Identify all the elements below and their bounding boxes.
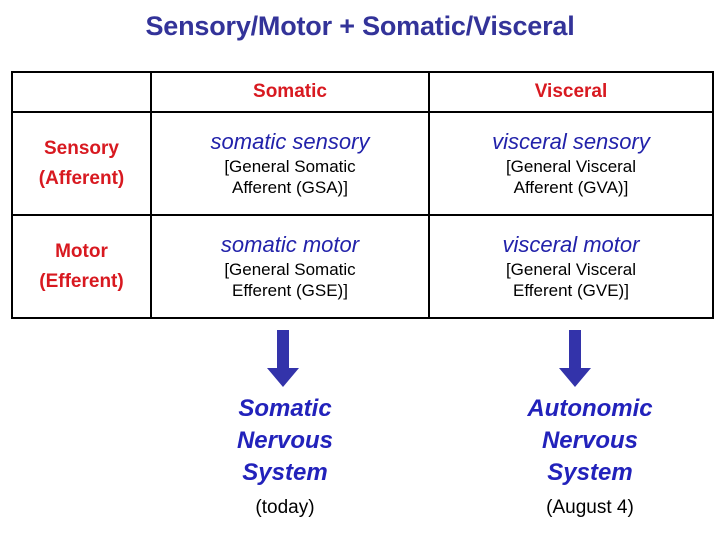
somatic-nervous-system-line1: Somatic <box>238 395 332 422</box>
autonomic-nervous-system-line3: System <box>547 458 633 486</box>
cell-somatic-motor: somatic motor [General Somatic Efferent … <box>150 214 430 319</box>
somatic-nervous-system-block: Somatic Nervous System (today) <box>165 393 405 520</box>
column-header-somatic: Somatic <box>150 71 430 113</box>
cell-somatic-motor-detail-line1: [General Somatic <box>224 260 356 280</box>
cell-somatic-sensory-detail-line2: Afferent (GSA)] <box>232 177 348 197</box>
cell-somatic-sensory: somatic sensory [General Somatic Afferen… <box>150 111 430 216</box>
column-header-visceral-label: Visceral <box>534 80 608 102</box>
down-arrow-icon <box>267 330 299 387</box>
row-header-motor-line1: Motor <box>55 241 108 263</box>
page-title: Sensory/Motor + Somatic/Visceral <box>145 11 575 41</box>
cell-visceral-sensory: visceral sensory [General Visceral Affer… <box>428 111 714 216</box>
somatic-nervous-system-line3: System <box>242 458 328 486</box>
cell-visceral-sensory-detail-line2: Afferent (GVA)] <box>513 177 629 197</box>
table-corner-cell <box>11 71 152 113</box>
cell-somatic-motor-term: somatic motor <box>220 231 360 257</box>
cell-visceral-motor-detail-line2: Efferent (GVE)] <box>513 280 629 300</box>
row-header-sensory-line2: (Afferent) <box>38 167 125 189</box>
cell-visceral-sensory-term: visceral sensory <box>492 128 650 154</box>
row-header-motor: Motor (Efferent) <box>11 214 152 319</box>
row-header-motor-line2: (Efferent) <box>39 270 124 292</box>
cell-visceral-motor-term: visceral motor <box>502 231 640 257</box>
cell-visceral-motor: visceral motor [General Visceral Efferen… <box>428 214 714 319</box>
somatic-nervous-system-line2: Nervous <box>236 426 334 454</box>
column-header-somatic-label: Somatic <box>253 80 327 102</box>
autonomic-nervous-system-block: Autonomic Nervous System (August 4) <box>470 393 710 520</box>
autonomic-nervous-system-line2: Nervous <box>541 426 639 454</box>
cell-somatic-sensory-detail-line1: [General Somatic <box>224 157 356 177</box>
cell-somatic-motor-detail-line2: Efferent (GSE)] <box>232 280 348 300</box>
row-header-sensory: Sensory (Afferent) <box>11 111 152 216</box>
table-row: Motor (Efferent) somatic motor [General … <box>11 214 714 319</box>
table-row: Sensory (Afferent) somatic sensory [Gene… <box>11 111 714 216</box>
row-header-sensory-line1: Sensory <box>44 138 119 160</box>
column-header-visceral: Visceral <box>428 71 714 113</box>
somatic-nervous-system-note: (today) <box>255 496 315 518</box>
cell-somatic-sensory-term: somatic sensory <box>210 128 370 154</box>
cell-visceral-sensory-detail-line1: [General Visceral <box>505 157 637 177</box>
sensory-motor-matrix-table: Somatic Visceral Sensory (Afferent) soma… <box>11 71 714 319</box>
autonomic-nervous-system-note: (August 4) <box>546 496 634 518</box>
down-arrow-icon <box>559 330 591 387</box>
autonomic-nervous-system-line1: Autonomic <box>527 395 653 422</box>
table-header-row: Somatic Visceral <box>11 71 714 113</box>
cell-visceral-motor-detail-line1: [General Visceral <box>505 260 637 280</box>
